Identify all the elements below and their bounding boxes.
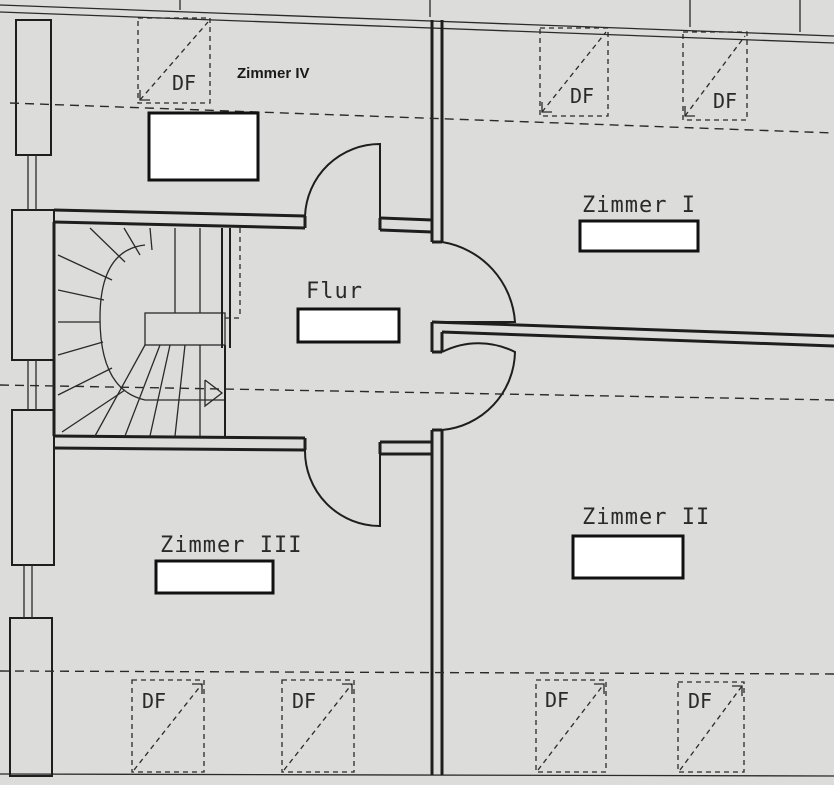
- redacted-box: [578, 219, 700, 253]
- room-label-flur: Flur: [306, 279, 363, 304]
- skylight-3: DF: [682, 31, 748, 121]
- redacted-box: [571, 534, 685, 580]
- left-wall: [9, 19, 55, 777]
- room-label-zimmer-i: Zimmer I: [582, 193, 696, 218]
- redacted-box: [154, 559, 275, 595]
- skylight-6: DF: [535, 679, 607, 773]
- skylight-1: DF: [137, 17, 211, 104]
- staircase: [57, 227, 241, 437]
- stair-direction-arrow: [204, 379, 224, 408]
- room-label-zimmer-iii: Zimmer III: [160, 533, 302, 558]
- room-label-zimmer-ii: Zimmer II: [582, 505, 710, 530]
- skylight-label: DF: [172, 71, 196, 95]
- skylight-2: DF: [539, 27, 609, 117]
- skylight-5: DF: [281, 679, 355, 773]
- room-label-zimmer-iv: Zimmer IV: [237, 65, 310, 82]
- skylight-7: DF: [677, 681, 745, 773]
- skylight-label: DF: [713, 89, 737, 113]
- roof-dashed-lines: [0, 102, 834, 675]
- redacted-box: [296, 307, 401, 344]
- skylight-label: DF: [545, 688, 569, 712]
- skylight-label: DF: [570, 84, 594, 108]
- interior-walls: [52, 20, 834, 775]
- skylight-label: DF: [688, 689, 712, 713]
- redacted-box: [147, 111, 260, 182]
- door-swings: [303, 142, 517, 528]
- skylight-label: DF: [142, 689, 166, 713]
- skylight-label: DF: [292, 689, 316, 713]
- skylight-4: DF: [131, 679, 205, 773]
